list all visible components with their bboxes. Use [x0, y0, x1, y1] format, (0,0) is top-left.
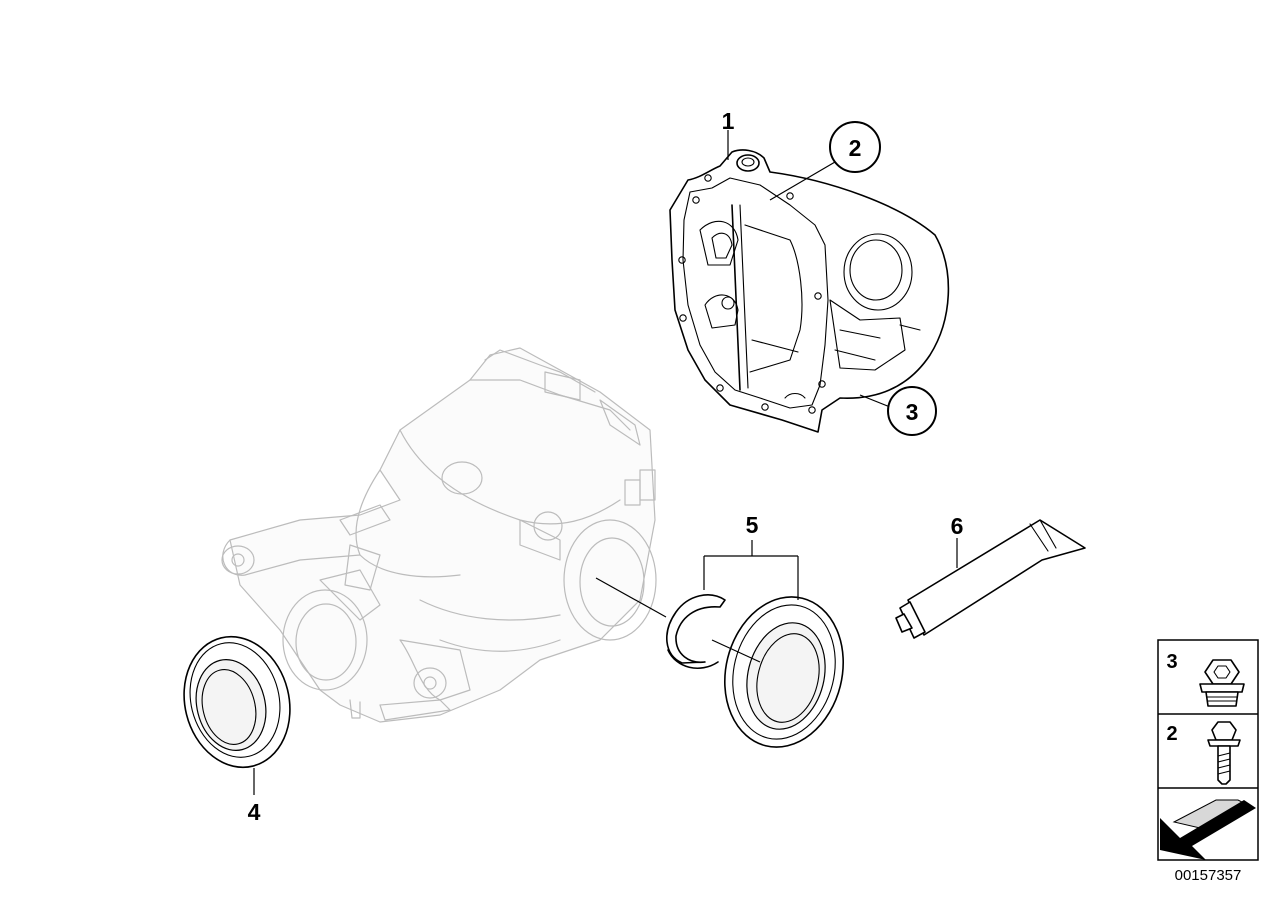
legend-panel: 3 2: [1157, 639, 1259, 861]
hex-bolt-icon: [1207, 721, 1241, 785]
callout-2-circle: [829, 121, 881, 173]
axis-line-right: [711, 639, 761, 663]
axis-line-left: [595, 577, 667, 618]
part-6-sealant-tube: [895, 519, 1086, 639]
legend-label-3: 3: [1166, 651, 1177, 673]
part-5-snap-ring: [666, 594, 726, 670]
callout-1: 1: [722, 108, 735, 134]
part-5-shaft-seal: [723, 596, 845, 748]
part-4-shaft-seal: [183, 635, 291, 769]
direction-arrow-icon: [1160, 799, 1256, 860]
callout-2: 2: [849, 135, 862, 161]
part-2-rear-cover: [669, 149, 950, 433]
callout-4: 4: [248, 799, 261, 825]
differential-housing: [221, 347, 657, 723]
callout-3-circle: [887, 386, 937, 436]
callout-5: 5: [746, 512, 759, 538]
callout-3: 3: [906, 399, 919, 425]
legend-label-2: 2: [1166, 723, 1177, 745]
leader-lines: [253, 130, 958, 795]
callout-6: 6: [951, 513, 964, 539]
oil-plug-icon: [1199, 659, 1245, 707]
diagram-number: 00157357: [1175, 867, 1242, 884]
